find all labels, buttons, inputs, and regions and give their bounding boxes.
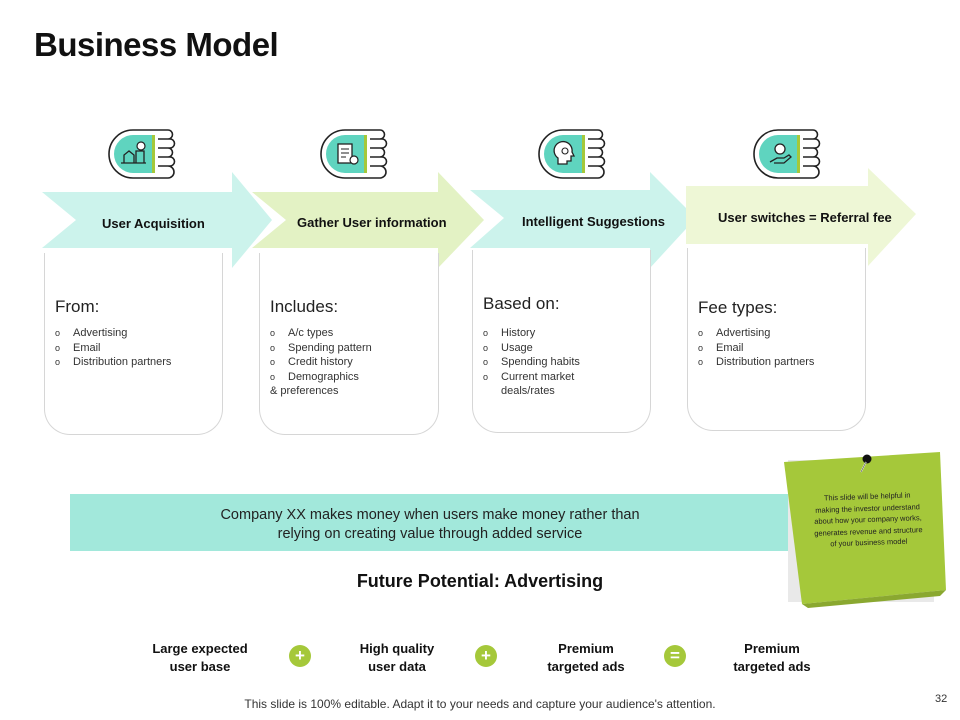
card-heading: Based on: — [483, 294, 560, 313]
step-2-label: Gather User information — [297, 215, 447, 230]
badge-step-3 — [536, 127, 608, 181]
arrow-step-2: Gather User information — [252, 170, 488, 274]
card-heading: Includes: — [270, 297, 339, 316]
head-brain-icon — [538, 129, 606, 179]
list-item-continuation: & preferences — [270, 385, 339, 397]
plus-icon: + — [475, 645, 497, 667]
arrow-step-3: Intelligent Suggestions — [470, 170, 700, 274]
equals-icon: = — [664, 645, 686, 667]
hand-money-icon — [753, 129, 821, 179]
arrow-step-4: User switches = Referral fee — [686, 168, 922, 272]
slide-title: Business Model — [34, 26, 279, 63]
document-chart-icon — [320, 129, 388, 179]
step-3-label: Intelligent Suggestions — [522, 214, 666, 229]
city-money-icon — [108, 129, 176, 179]
card-heading: From: — [55, 297, 100, 316]
note-text: This slide will be helpful in making the… — [814, 490, 923, 549]
step-1-label: User Acquisition — [102, 216, 205, 231]
plus-icon: + — [289, 645, 311, 667]
banner-text: Company XX makes money when users make m… — [220, 507, 640, 542]
summary-banner: Company XX makes money when users make m… — [70, 494, 790, 551]
step-4-label: User switches = Referral fee — [718, 210, 892, 225]
sticky-note — [778, 450, 948, 610]
future-title: Future Potential: Advertising — [356, 571, 604, 591]
pin-icon — [860, 454, 872, 473]
card-heading: Fee types: — [698, 298, 778, 317]
page-number: 32 — [935, 693, 948, 705]
arrow-step-1: User Acquisition — [42, 170, 274, 274]
badge-step-1 — [106, 127, 178, 181]
list-item-continuation: deals/rates — [501, 385, 555, 397]
footer-text: This slide is 100% editable. Adapt it to… — [244, 697, 716, 711]
badge-step-4 — [751, 127, 823, 181]
badge-step-2 — [318, 127, 390, 181]
